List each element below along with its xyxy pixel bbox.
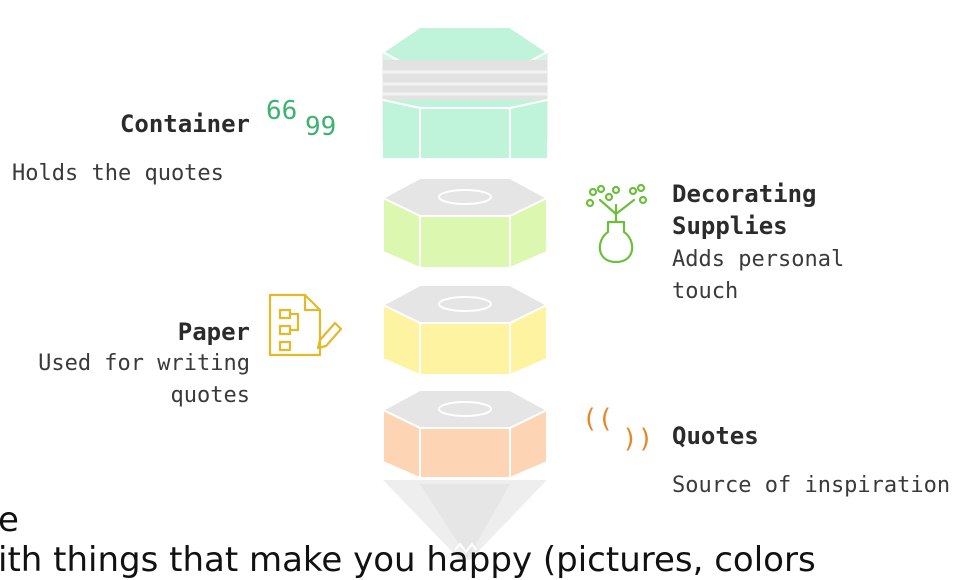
quotes-title: Quotes xyxy=(672,422,759,450)
cutoff-text-line1: e xyxy=(0,500,19,540)
quotes-segment xyxy=(380,389,550,480)
container-close-quote-icon: 99 xyxy=(305,112,337,142)
pencil-tip xyxy=(383,480,547,560)
quotes-close-quote-icon: )) xyxy=(622,424,654,454)
cutoff-text-line2: ith things that make you happy (pictures… xyxy=(0,540,816,580)
quotes-open-quote-icon: (( xyxy=(582,404,614,434)
paper-desc-line2: quotes xyxy=(170,383,250,408)
document-edit-icon xyxy=(268,293,343,357)
paper-title: Paper xyxy=(177,318,250,346)
container-open-quote-icon: 66 xyxy=(266,96,298,126)
container-segment xyxy=(381,26,549,158)
pencil-diagram xyxy=(268,26,648,560)
plant-in-vase-icon xyxy=(585,183,648,264)
decorating-supplies-title-line2: Supplies xyxy=(672,212,788,240)
decorating-supplies-title-line1: Decorating xyxy=(672,180,817,208)
decorating-supplies-segment xyxy=(380,177,550,270)
decorating-supplies-desc-line1: Adds personal xyxy=(672,247,845,272)
paper-segment xyxy=(380,284,550,377)
container-title: Container xyxy=(119,110,250,138)
quotes-description: Source of inspiration xyxy=(672,473,951,498)
paper-desc-line1: Used for writing xyxy=(38,351,250,376)
container-description: Holds the quotes xyxy=(12,161,224,186)
decorating-supplies-desc-line2: touch xyxy=(672,279,739,304)
